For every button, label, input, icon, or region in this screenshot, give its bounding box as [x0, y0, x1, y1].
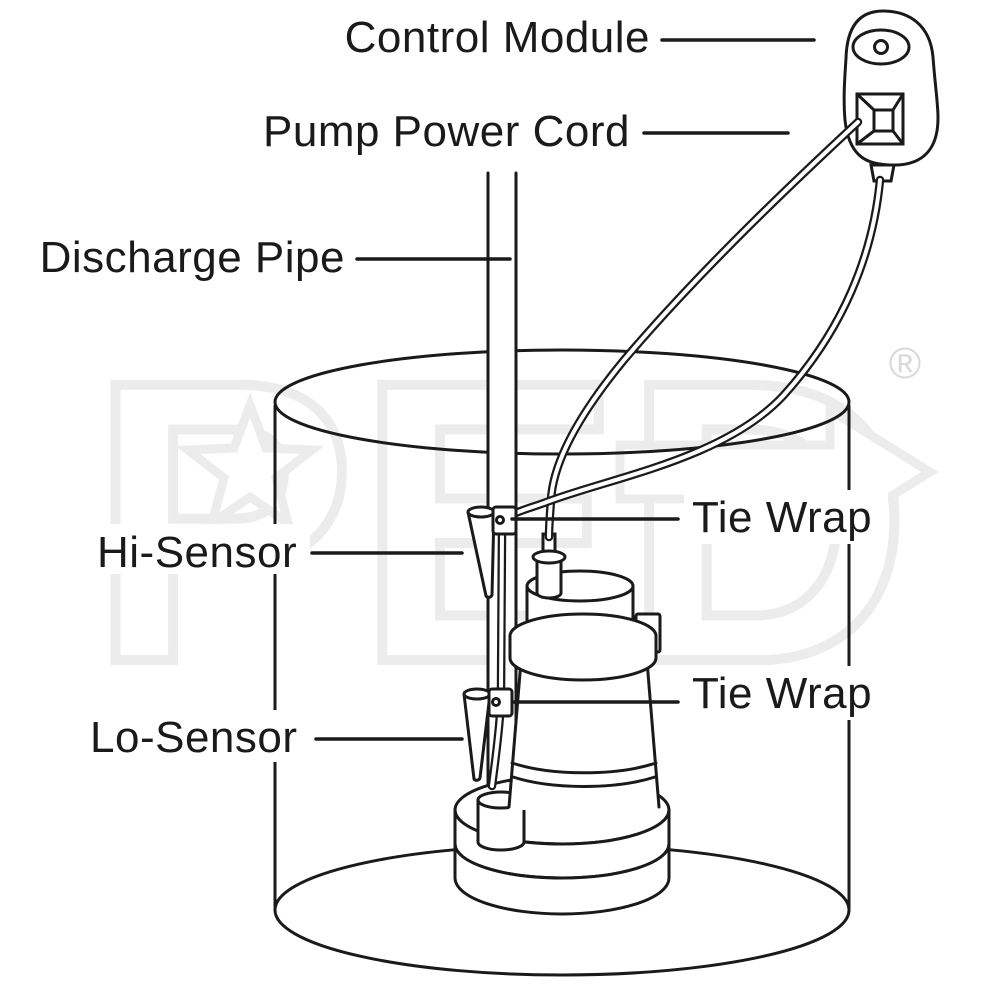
hi-sensor-label: Hi-Sensor — [97, 528, 297, 577]
tie-wrap-upper-label: Tie Wrap — [692, 493, 872, 542]
tie-wrap-upper-hole — [495, 515, 505, 525]
receptacle-bevel-tl — [855, 92, 876, 112]
pump-power-cord — [544, 117, 863, 542]
sensor-cord-lower-core — [490, 713, 502, 788]
labels: Control Module Pump Power Cord Discharge… — [40, 13, 872, 762]
tie-wrap-upper-label-plate — [684, 490, 888, 544]
receptacle-inner — [872, 108, 895, 133]
control-module — [842, 9, 940, 183]
receptacle-bevel-bl — [855, 129, 876, 146]
pump-collar-fill — [510, 636, 656, 680]
pump-body-seam-2 — [511, 775, 657, 788]
sensor-cord-upper-core — [503, 178, 882, 522]
pump-base-lower-band — [453, 843, 671, 916]
pump-body-left-edge — [507, 659, 523, 809]
watermark-star-icon — [175, 392, 325, 534]
discharge-pipe-label: Discharge Pipe — [40, 233, 345, 282]
receptacle-bevel-br — [891, 129, 905, 146]
sensor-cord-mid-core — [499, 530, 504, 692]
tie-wrap-lower-label-plate — [684, 666, 888, 720]
hi-sensor — [466, 505, 518, 599]
control-module-label: Control Module — [345, 13, 650, 62]
hi-sensor-top — [466, 505, 496, 519]
cord-connector-flange — [531, 549, 567, 565]
power-cord-core — [547, 120, 860, 539]
cord-grommet — [869, 163, 896, 183]
label-plates — [84, 490, 888, 762]
pipe-coupling — [476, 800, 526, 852]
leader-lines — [310, 38, 816, 741]
lo-sensor-label: Lo-Sensor — [90, 713, 298, 762]
pump-body-seam-1 — [510, 761, 658, 775]
pump-power-cord-label: Pump Power Cord — [263, 107, 630, 156]
hi-sensor-label-plate — [88, 524, 310, 574]
indicator-light — [873, 39, 889, 55]
lo-sensor-probe — [462, 693, 492, 782]
lo-sensor-top — [462, 687, 492, 701]
tie-wrap-lower-hole — [491, 697, 501, 707]
lo-sensor-label-plate — [84, 710, 314, 762]
watermark-registered-mark: ® — [889, 339, 921, 388]
tie-wrap-lower-label: Tie Wrap — [692, 669, 872, 718]
pump-body-right-edge — [645, 659, 661, 809]
sensor-cord — [487, 175, 885, 791]
cord-connector-body — [535, 555, 563, 600]
sump-pump — [453, 532, 671, 916]
receptacle-bevel-tr — [891, 92, 905, 112]
pump-collar-bottom — [508, 656, 658, 682]
